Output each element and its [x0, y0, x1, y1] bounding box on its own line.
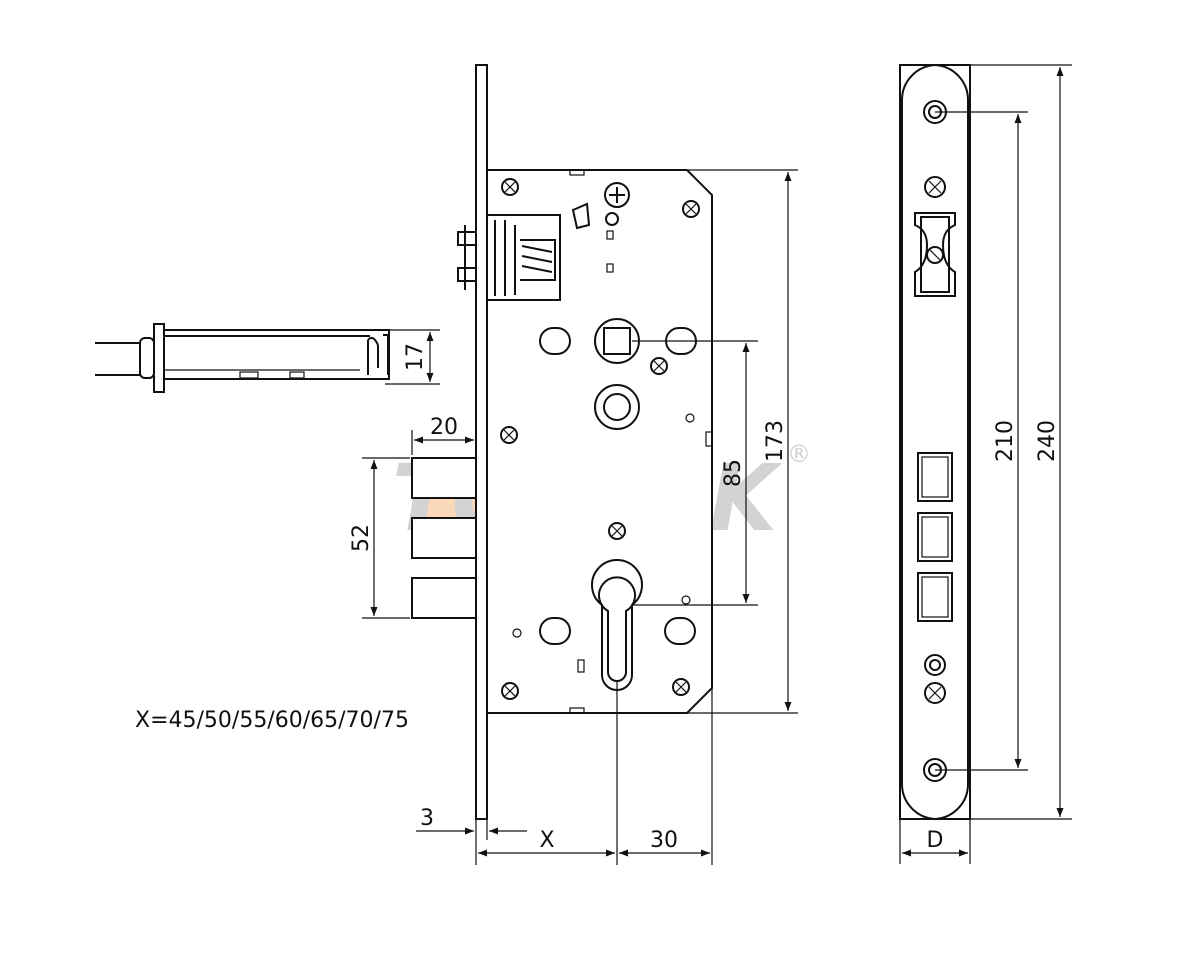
side-view-bolt: [95, 323, 390, 393]
dimension-173-label: 173: [763, 420, 788, 462]
dimension-210: 210: [935, 111, 1028, 771]
dimension-d-label: D: [927, 828, 944, 853]
dimension-20-label: 20: [430, 415, 458, 440]
dimension-17-label: 17: [403, 343, 428, 371]
latch-bolts: [411, 457, 477, 619]
dimension-3-label: 3: [420, 806, 434, 831]
faceplate-view: [899, 64, 971, 821]
lock-body: [457, 64, 713, 820]
dimension-173: 173: [687, 169, 798, 714]
dimension-17: 17: [385, 329, 440, 385]
dimension-85: 85: [632, 340, 758, 606]
dimension-52: 52: [349, 457, 410, 619]
dimension-85-label: 85: [721, 459, 746, 487]
dimension-210-label: 210: [993, 420, 1018, 462]
dimension-x: X: [478, 680, 618, 865]
dimension-30: 30: [619, 688, 713, 865]
dimension-240-label: 240: [1035, 420, 1060, 462]
dimension-3: 3: [416, 806, 527, 865]
backset-note: X=45/50/55/60/65/70/75: [135, 708, 409, 733]
dimension-d: D: [899, 819, 971, 864]
dimension-52-label: 52: [349, 524, 374, 552]
dimension-240: 240: [970, 64, 1072, 820]
dimension-30-label: 30: [650, 828, 678, 853]
dimension-x-label: X: [539, 828, 554, 853]
watermark-registered-mark: ®: [787, 440, 811, 468]
dimension-20: 20: [411, 415, 477, 455]
